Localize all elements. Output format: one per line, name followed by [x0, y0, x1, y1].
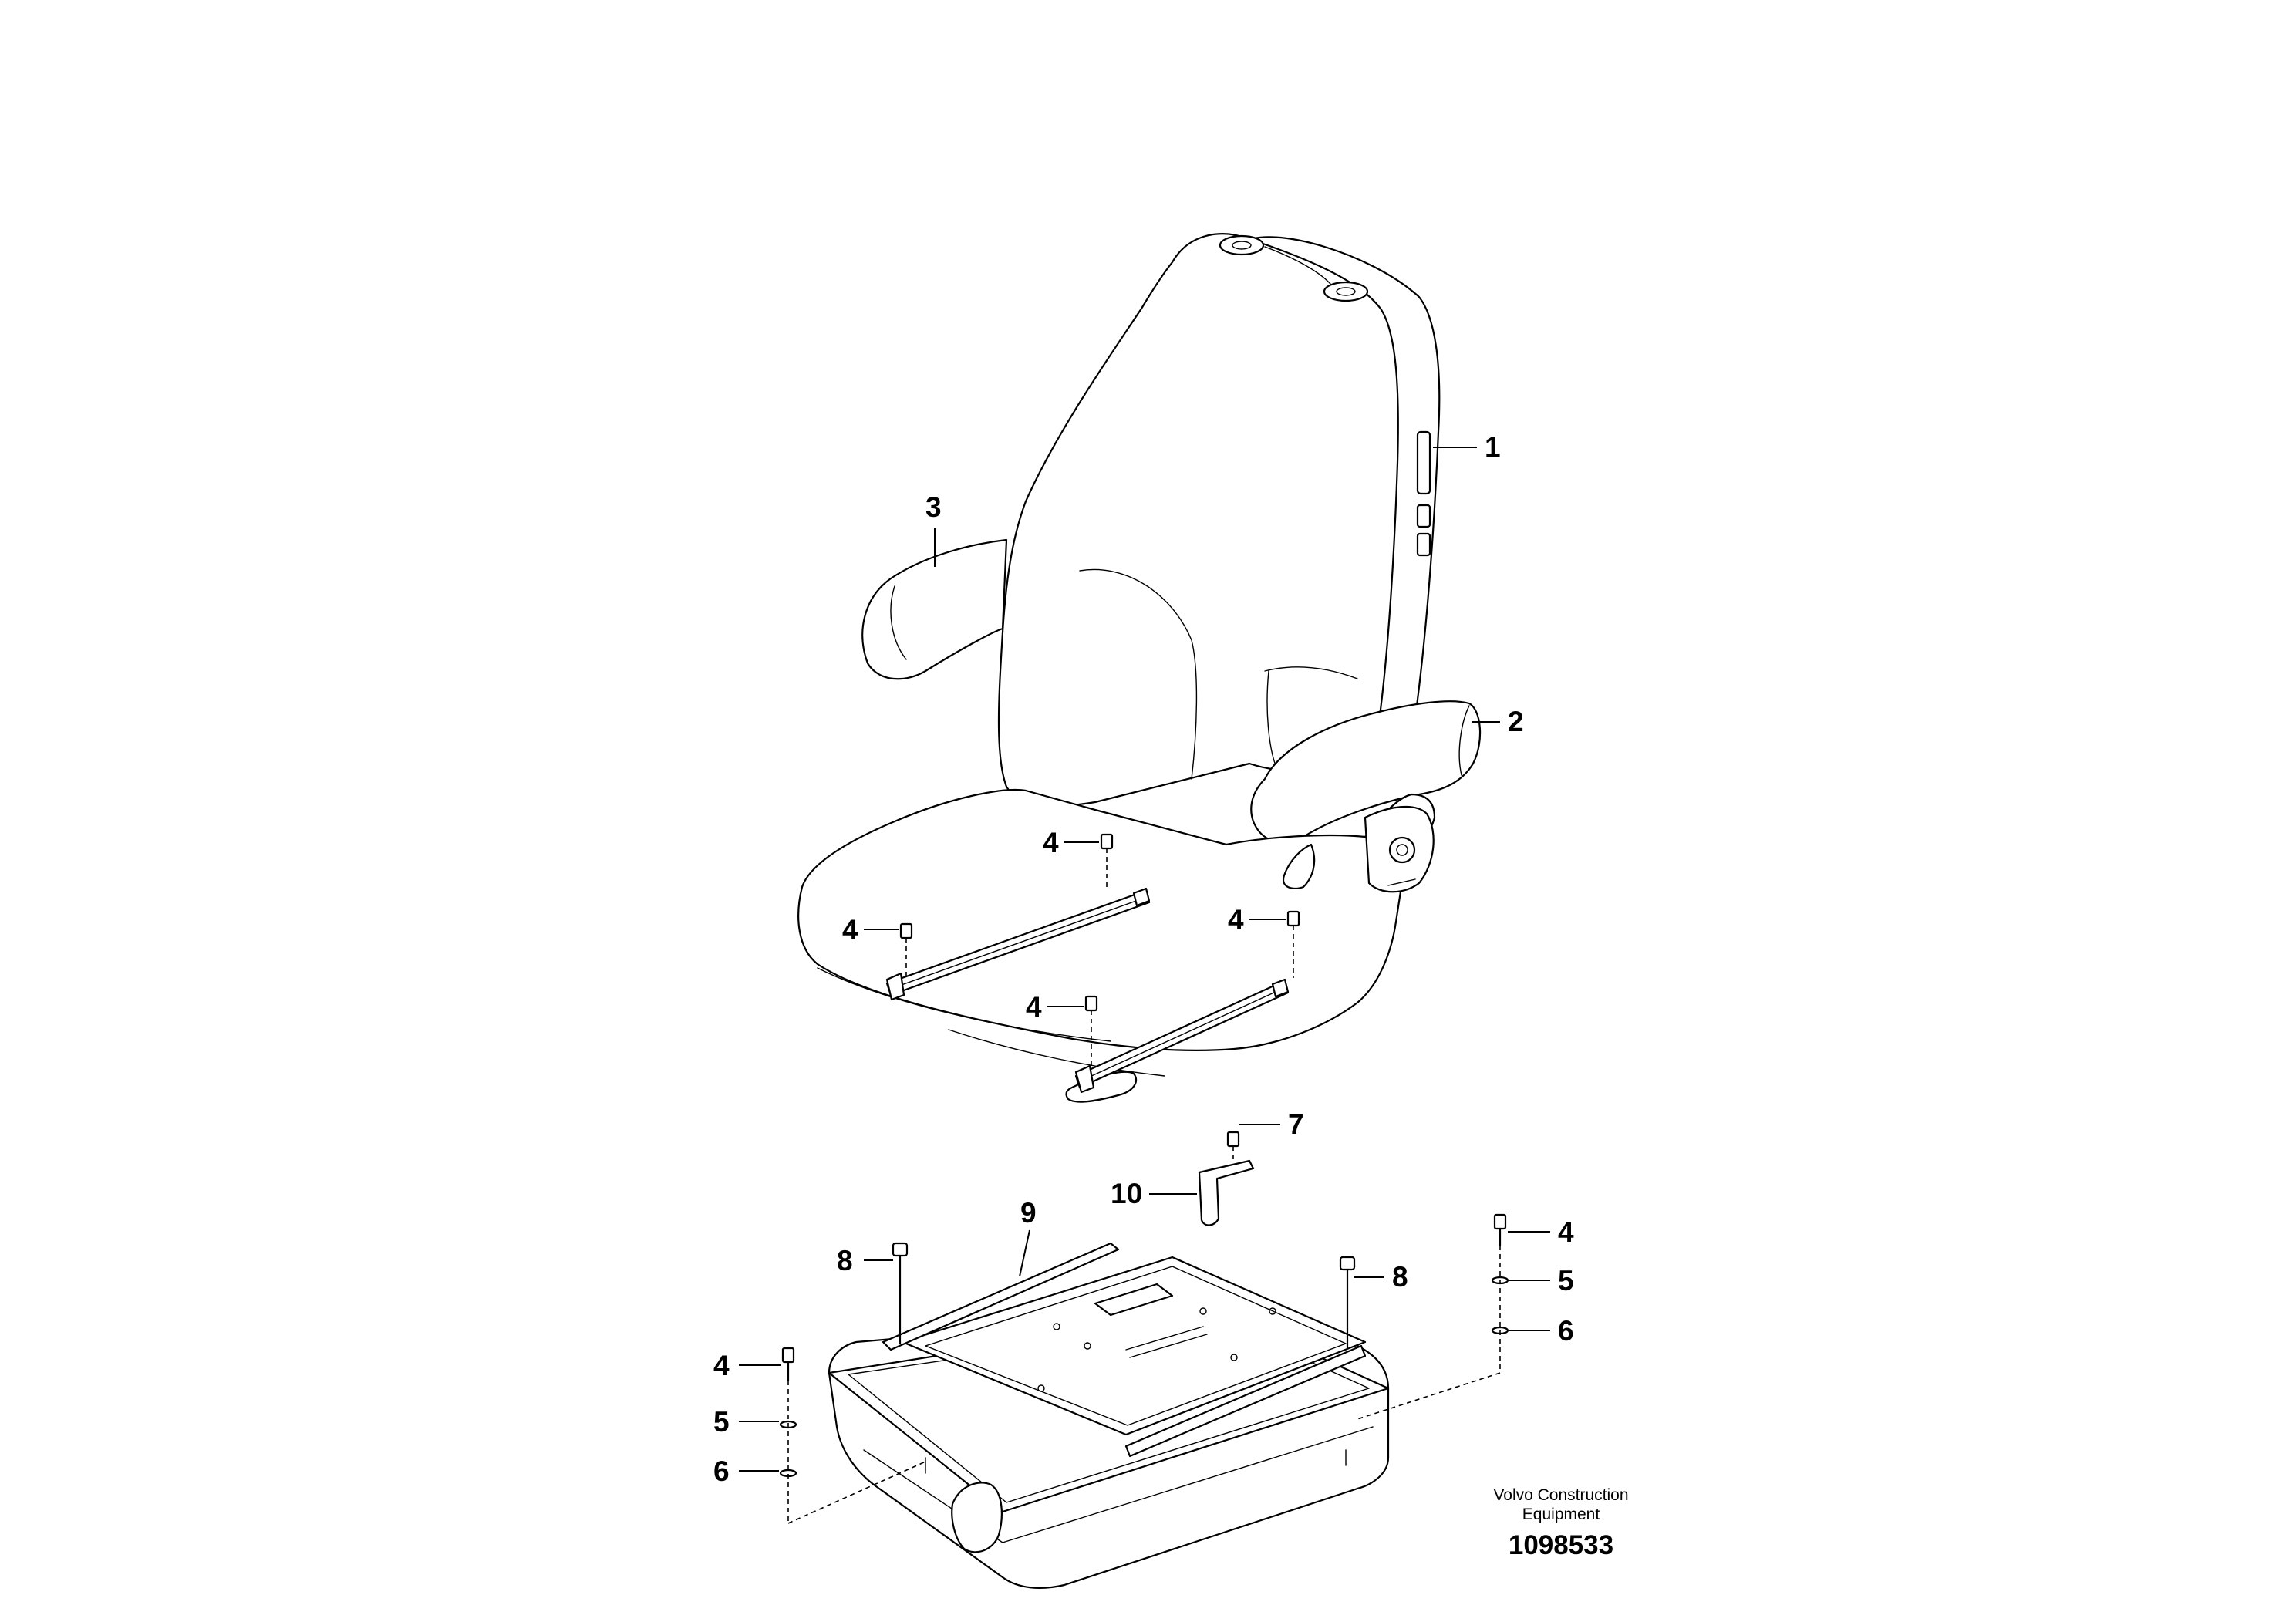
callout-4-f: 4 — [1558, 1216, 1574, 1248]
callout-9: 9 — [1020, 1197, 1037, 1229]
rail-screws — [899, 833, 1300, 1068]
callout-4-a: 4 — [1043, 827, 1059, 858]
callout-4-e: 4 — [713, 1350, 730, 1381]
caption-block: Volvo Construction Equipment 1098533 — [1493, 1486, 1628, 1560]
suspension-base — [828, 1242, 1390, 1589]
callout-4-b: 4 — [842, 914, 858, 946]
slide-rail-left — [885, 887, 1151, 1001]
backrest — [997, 233, 1441, 807]
callout-8-a: 8 — [837, 1245, 853, 1276]
caption-company-2: Equipment — [1522, 1506, 1600, 1523]
callout-5-b: 5 — [1558, 1265, 1574, 1297]
bracket — [1198, 1131, 1255, 1226]
armrest-left — [861, 538, 1008, 680]
callout-4-d: 4 — [1026, 991, 1042, 1023]
callout-8-b: 8 — [1392, 1261, 1408, 1293]
caption-drawing-number: 1098533 — [1509, 1530, 1613, 1560]
seat-cushion — [797, 788, 1436, 1103]
base-bolts — [892, 1242, 1356, 1350]
callout-10: 10 — [1111, 1178, 1142, 1209]
floor-fasteners-right — [1357, 1213, 1509, 1420]
callout-6-b: 6 — [1558, 1315, 1574, 1347]
slide-rail-right — [1074, 978, 1290, 1094]
floor-fasteners-left — [779, 1347, 926, 1524]
callout-labels: 1 2 3 4 4 4 4 7 10 9 8 8 4 5 6 4 5 6 — [713, 431, 1574, 1487]
callout-4-c: 4 — [1228, 904, 1244, 936]
leader-lines — [739, 447, 1550, 1472]
callout-5-a: 5 — [713, 1406, 730, 1438]
callout-1: 1 — [1485, 431, 1501, 463]
callout-2: 2 — [1508, 706, 1524, 737]
callout-7: 7 — [1288, 1108, 1304, 1140]
callout-6-a: 6 — [713, 1455, 730, 1487]
caption-company: Volvo Construction — [1493, 1486, 1628, 1504]
callout-3: 3 — [925, 491, 942, 523]
